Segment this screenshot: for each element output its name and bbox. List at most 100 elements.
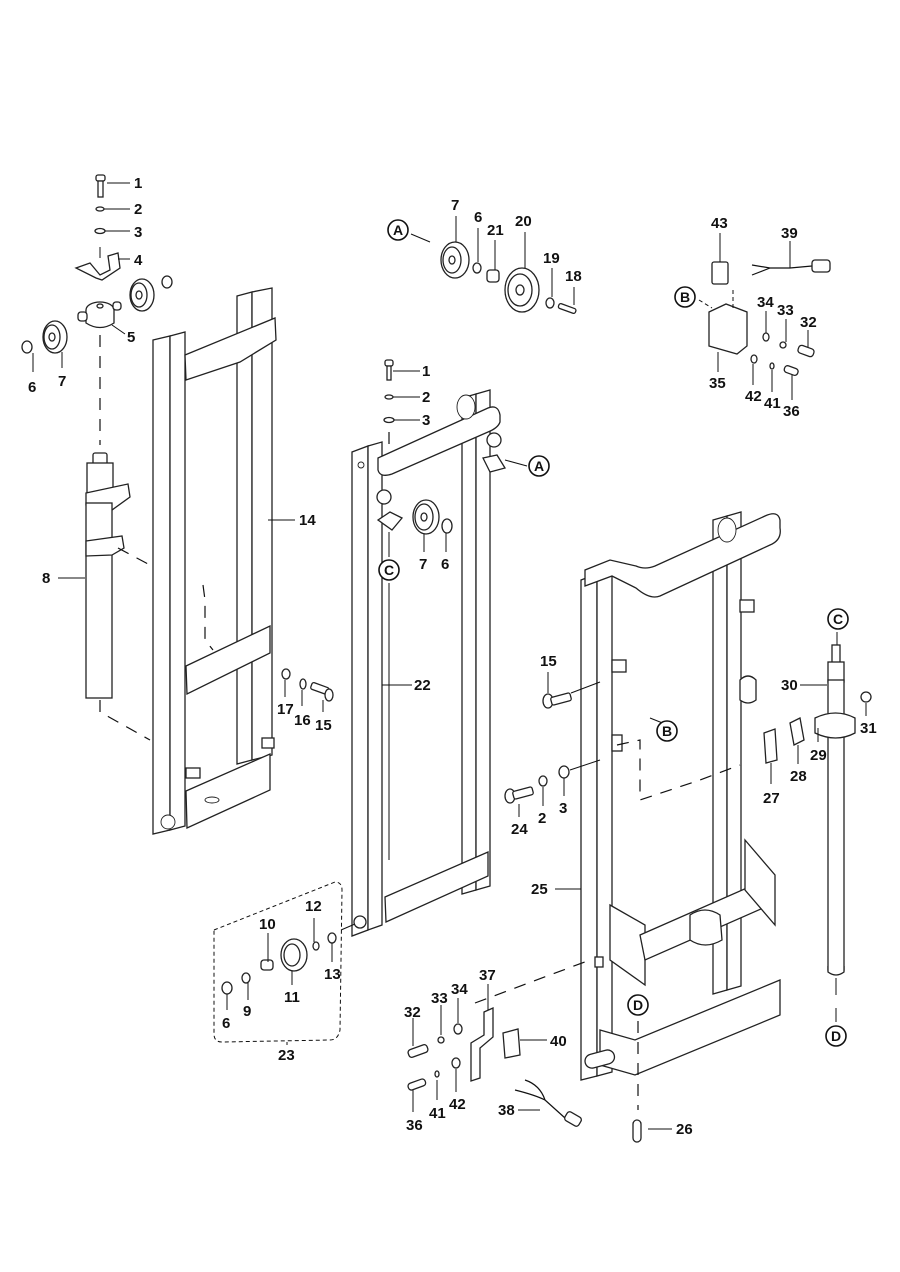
washer-part-17 [281,668,291,680]
mast-part-14 [152,287,295,835]
bolt-part-32-top [797,344,815,358]
spacer-part-21 [486,269,500,283]
bolt-part-36-low [407,1078,427,1091]
shaft-part-10 [260,959,274,971]
callout-32-top: 32 [800,314,817,331]
bracket-part-4 [74,252,121,281]
sheave-part-7-top [440,241,470,279]
callout-numbers: 1 2 3 4 5 6 7 8 14 17 16 15 7 6 21 20 19… [28,175,877,1138]
callout-16: 16 [294,712,311,729]
plate-part-27 [763,728,778,764]
callout-32-low: 32 [404,1004,421,1021]
nut-part-31 [860,691,872,703]
washer-part-2 [95,206,105,212]
callout-40: 40 [550,1033,567,1050]
callout-2-right: 2 [538,810,546,827]
harness-part-38 [514,1079,582,1127]
bolt-part-15 [310,682,334,702]
svg-text:C: C [833,611,843,627]
callout-29: 29 [810,747,827,764]
bolt-part-1 [95,174,106,198]
marker-c-cylinder: C [827,608,849,630]
marker-a-mid: A [528,455,550,477]
callout-7-mid: 7 [419,556,427,573]
svg-text:C: C [384,562,394,578]
washer-part-19 [545,297,555,309]
washer-part-3-right [558,765,570,779]
lock-washer-part-33-low [437,1036,445,1044]
svg-text:B: B [662,723,672,739]
washer-part-34-top [762,332,770,342]
callout-21: 21 [487,222,504,239]
svg-text:A: A [393,222,403,238]
callout-42-top: 42 [745,388,762,405]
callout-39: 39 [781,225,798,242]
washer-part-42-top [750,354,758,364]
sheave-part-20 [504,267,540,313]
callout-15-right: 15 [540,653,557,670]
snap-ring-right [161,275,173,289]
svg-text:D: D [831,1028,841,1044]
callout-27: 27 [763,790,780,807]
callout-14: 14 [299,512,316,529]
callout-7-top: 7 [451,197,459,214]
snap-ring-part-6-mid [441,518,453,534]
bearing-part-11 [280,938,308,972]
callout-18: 18 [565,268,582,285]
callout-42-low: 42 [449,1096,466,1113]
fastener-group-15-17 [281,668,334,702]
callout-3: 3 [134,224,142,241]
callout-35: 35 [709,375,726,392]
lock-washer-part-41-top [769,362,775,370]
callout-26: 26 [676,1121,693,1138]
lock-washer-part-2-right [538,775,548,787]
switch-bracket-lower-group [407,1006,672,1143]
svg-text:A: A [534,458,544,474]
reference-markers: A A B B C C D D [378,219,849,1047]
callout-20: 20 [515,213,532,230]
callout-5: 5 [127,329,135,346]
sheave-part-7-right [129,278,155,312]
cylinder-head-group [21,174,173,445]
bolt-part-24 [504,786,534,804]
callout-3-mid: 3 [422,412,430,429]
callout-13: 13 [324,966,341,983]
marker-b-mast: B [656,720,678,742]
callout-41-top: 41 [764,395,781,412]
callout-33-top: 33 [777,302,794,319]
callout-28: 28 [790,768,807,785]
callout-9: 9 [243,1003,251,1020]
callout-2-mid: 2 [422,389,430,406]
side-roller-kit-part-23 [213,881,356,1043]
switch-bracket-group [698,259,831,377]
callout-36-low: 36 [406,1117,423,1134]
carriage-part-25 [474,511,781,1110]
callout-8: 8 [42,570,50,587]
callout-10: 10 [259,916,276,933]
bracket-part-37 [470,1006,494,1082]
switch-part-40 [502,1028,521,1059]
bolt-part-18 [557,303,577,315]
snap-ring-part-6-top [472,262,482,274]
washer-part-9 [241,972,251,984]
roller-head-part-5 [77,301,122,329]
callout-34-top: 34 [757,294,774,311]
callout-38: 38 [498,1102,515,1119]
lock-washer-part-16 [299,678,307,690]
callout-30: 30 [781,677,798,694]
lock-washer-part-33-top [779,341,787,349]
switch-part-43 [711,261,729,285]
nut-part-13 [327,932,337,944]
marker-d-cylinder: D [825,1025,847,1047]
callout-19: 19 [543,250,560,267]
marker-b-top: B [674,286,696,308]
callout-2: 2 [134,201,142,218]
bolt-part-15-right [542,681,601,709]
callout-33-low: 33 [431,990,448,1007]
callout-37: 37 [479,967,496,984]
callout-24: 24 [511,821,528,838]
lock-washer-part-41-low [434,1070,440,1078]
callout-43: 43 [711,215,728,232]
callout-34-low: 34 [451,981,468,998]
